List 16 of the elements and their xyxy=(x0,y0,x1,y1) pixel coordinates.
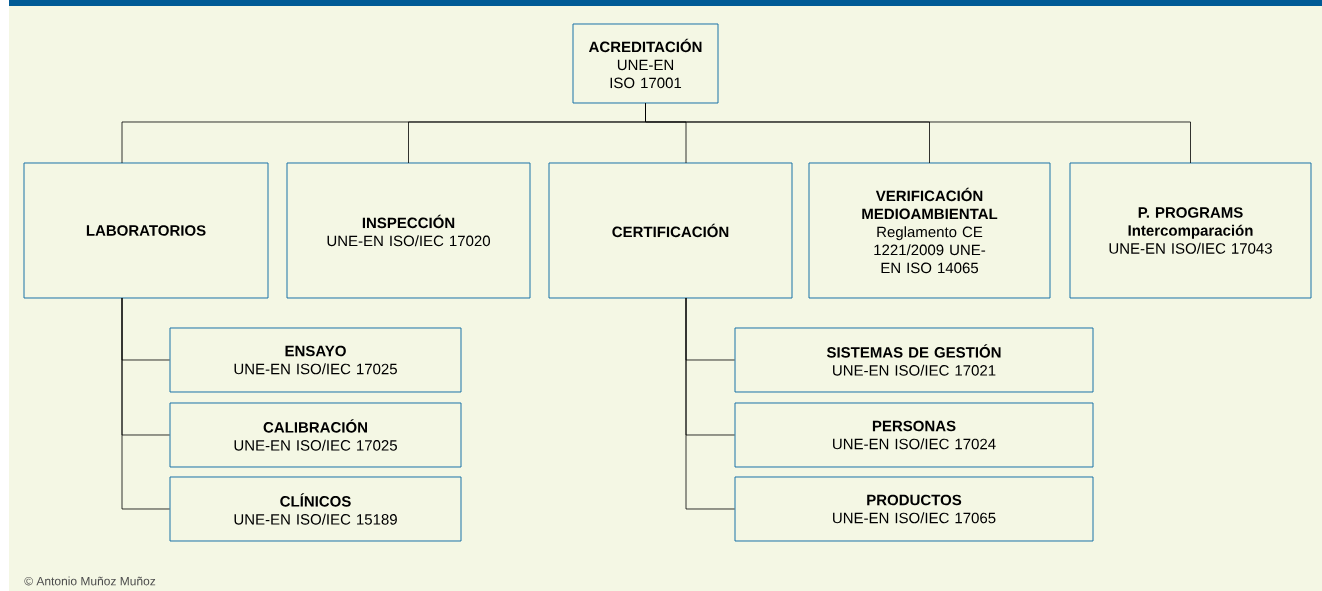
org-box: ACREDITACIÓN UNE-EN ISO 17001 xyxy=(572,23,719,104)
copyright-note: © Antonio Muñoz Muñoz xyxy=(24,576,156,586)
connector-line xyxy=(685,297,735,510)
org-box: CALIBRACIÓN UNE-EN ISO/IEC 17025 xyxy=(169,402,462,468)
connector-line xyxy=(121,297,170,510)
org-box: P. PROGRAMS Intercomparación UNE-EN ISO/IEC 17043 xyxy=(1069,162,1312,299)
org-box: ENSAYO UNE-EN ISO/IEC 17025 xyxy=(169,327,462,393)
org-box: CLÍNICOS UNE-EN ISO/IEC 15189 xyxy=(169,476,462,542)
org-box: VERIFICACIÓN MEDIOAMBIENTAL Reglamento CE 1221/2009 UNE-EN ISO 14065 xyxy=(808,162,1051,299)
connector-line xyxy=(645,103,1191,164)
org-box: LABORATORIOS xyxy=(23,162,269,299)
org-box: CERTIFICACIÓN xyxy=(548,162,793,299)
org-box: PERSONAS UNE-EN ISO/IEC 17024 xyxy=(734,402,1094,468)
org-box: PRODUCTOS UNE-EN ISO/IEC 17065 xyxy=(734,476,1094,542)
org-box: INSPECCIÓN UNE-EN ISO/IEC 17020 xyxy=(286,162,531,299)
org-box: SISTEMAS DE GESTIÓN UNE-EN ISO/IEC 17021 xyxy=(734,327,1094,393)
